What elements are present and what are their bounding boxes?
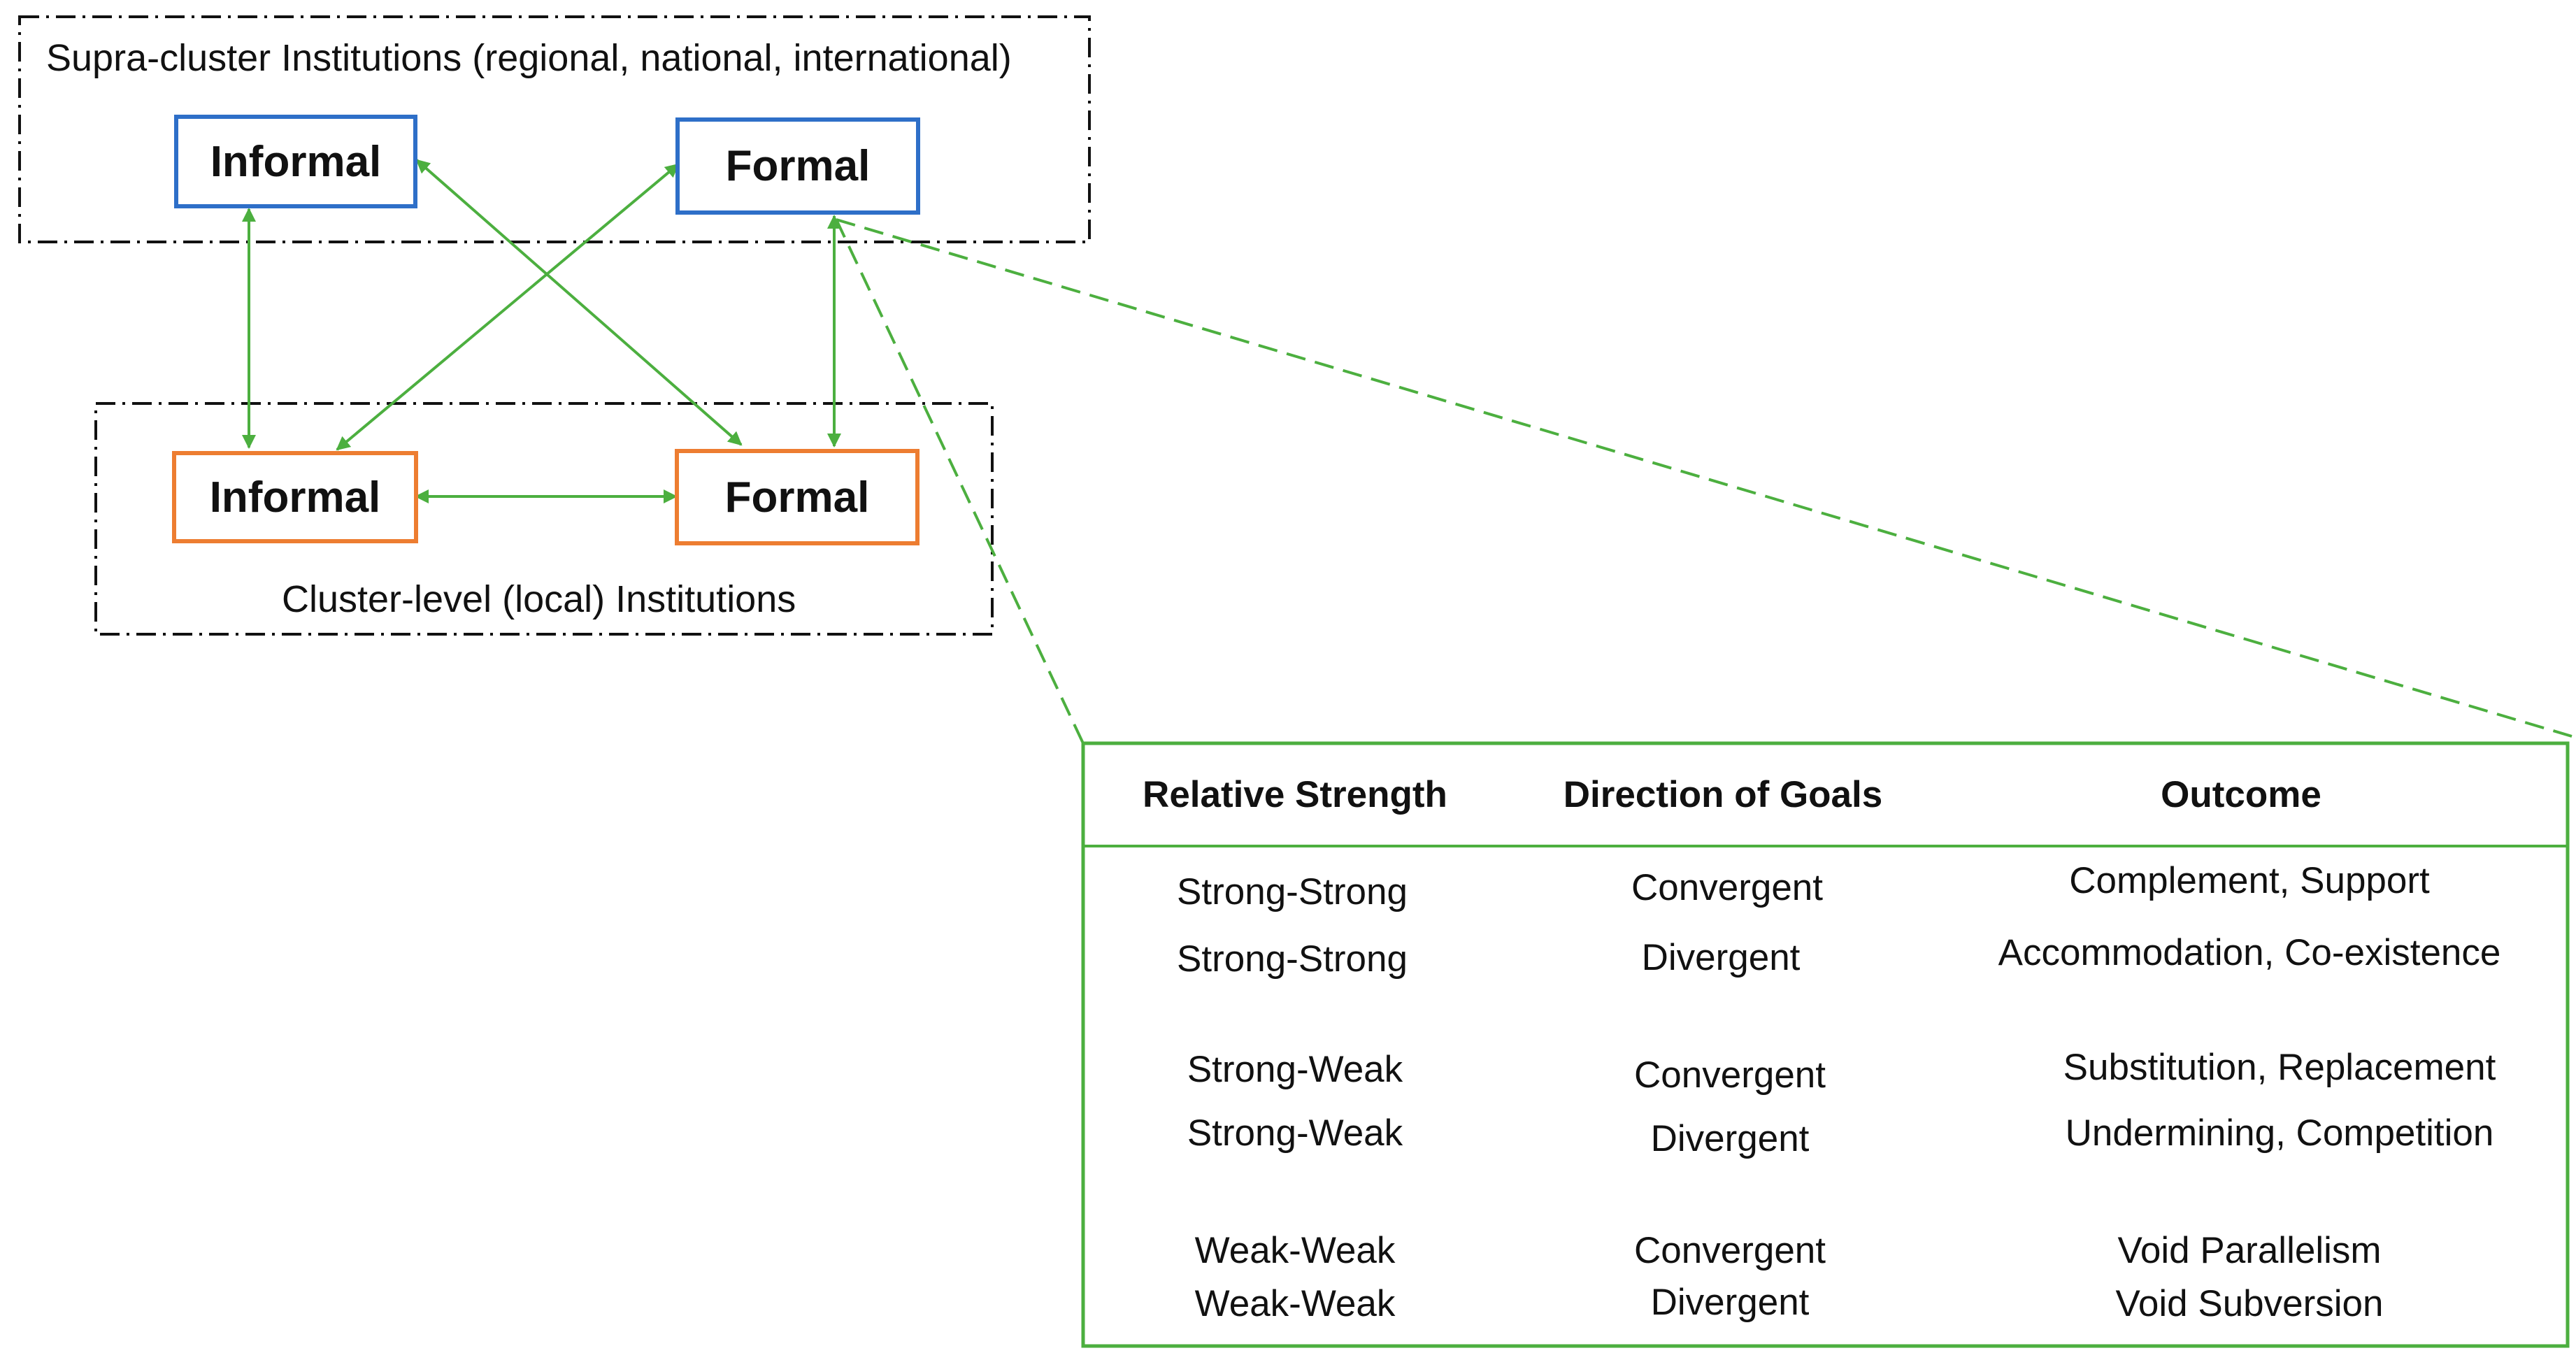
table-cell-strength: Strong-Weak — [1187, 1112, 1403, 1154]
table-cell-strength: Weak-Weak — [1194, 1230, 1396, 1271]
table-header-direction-of-goals: Direction of Goals — [1563, 774, 1883, 815]
supra-informal-node: Informal — [174, 115, 417, 208]
table-cell-direction: Convergent — [1633, 1054, 1826, 1096]
callout-line-left — [835, 219, 1085, 744]
table-header-relative-strength: Relative Strength — [1143, 774, 1447, 815]
table-cell-direction: Divergent — [1650, 1282, 1810, 1323]
table-cell-outcome: Substitution, Replacement — [2063, 1047, 2496, 1088]
cluster-informal-node: Informal — [172, 451, 418, 543]
outcome-table-border — [1081, 741, 2570, 1348]
cluster-group-label: Cluster-level (local) Institutions — [282, 578, 796, 620]
table-cell-strength: Strong-Strong — [1177, 938, 1408, 980]
supra-group-label: Supra-cluster Institutions (regional, na… — [46, 37, 1012, 79]
table-cell-outcome: Void Subversion — [2115, 1283, 2384, 1324]
table-cell-strength: Strong-Strong — [1177, 871, 1408, 912]
table-cell-strength: Weak-Weak — [1194, 1283, 1396, 1324]
supra-formal-node: Formal — [675, 117, 920, 215]
table-cell-outcome: Void Parallelism — [2117, 1230, 2382, 1271]
arrow-supra-formal-to-cluster-informal — [336, 163, 680, 451]
table-cell-direction: Convergent — [1633, 1230, 1826, 1271]
cluster-formal-node: Formal — [675, 449, 920, 545]
table-cell-strength: Strong-Weak — [1187, 1049, 1403, 1090]
table-header-outcome: Outcome — [2161, 774, 2321, 815]
callout-line-right — [836, 218, 2573, 738]
table-cell-outcome: Undermining, Competition — [2065, 1112, 2494, 1154]
table-cell-direction: Convergent — [1631, 867, 1824, 908]
table-cell-direction: Divergent — [1650, 1118, 1810, 1159]
table-cell-outcome: Accommodation, Co-existence — [1998, 932, 2501, 973]
table-cell-direction: Divergent — [1641, 937, 1801, 978]
table-cell-outcome: Complement, Support — [2069, 860, 2430, 901]
